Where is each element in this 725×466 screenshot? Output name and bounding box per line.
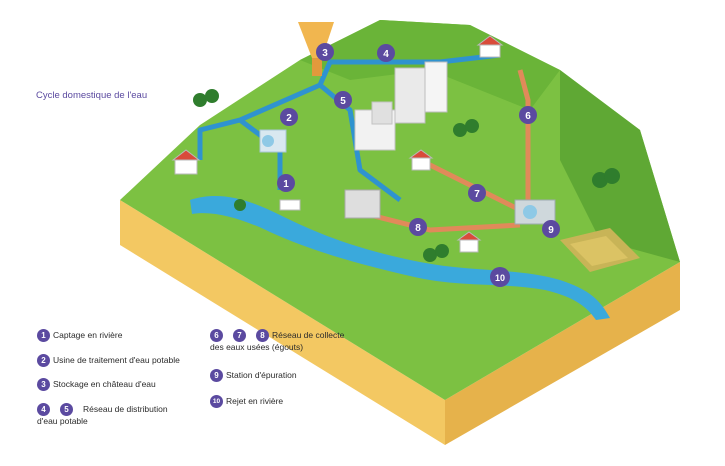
ground-side-left — [120, 200, 445, 445]
legend-item-6-7-8: 6 7 8 Réseau de collecte des eaux usées … — [210, 329, 345, 352]
marker-3: 3 — [316, 43, 334, 61]
svg-text:6: 6 — [525, 111, 531, 122]
svg-text:3: 3 — [322, 48, 328, 59]
ground-top — [120, 20, 680, 400]
water-tower-shaft — [312, 58, 322, 76]
marker-2: 2 — [280, 108, 298, 126]
svg-text:8: 8 — [415, 223, 421, 234]
svg-text:5: 5 — [340, 96, 346, 107]
badge-8: 8 — [256, 329, 269, 342]
svg-text:4: 4 — [383, 49, 389, 60]
badge-1: 1 — [37, 329, 50, 342]
svg-text:9: 9 — [548, 225, 554, 236]
svg-text:1: 1 — [283, 179, 289, 190]
city-blocks — [354, 61, 448, 151]
marker-5: 5 — [334, 91, 352, 109]
marker-4: 4 — [377, 44, 395, 62]
ground-side-right — [445, 262, 680, 445]
marker-1: 1 — [277, 174, 295, 192]
marker-10: 10 — [490, 267, 510, 287]
legend-item-4-5: 4 5 Réseau de distribution d'eau potable — [37, 403, 168, 426]
diagram-title: Cycle domestique de l'eau — [36, 90, 148, 101]
badge-4: 4 — [37, 403, 50, 416]
trees — [193, 89, 620, 262]
badge-9: 9 — [210, 369, 223, 382]
badge-3: 3 — [37, 378, 50, 391]
badge-5: 5 — [60, 403, 73, 416]
marker-8: 8 — [409, 218, 427, 236]
svg-text:10: 10 — [495, 273, 505, 283]
badge-10: 10 — [210, 395, 223, 408]
badge-6: 6 — [210, 329, 223, 342]
badge-2: 2 — [37, 354, 50, 367]
plants — [259, 129, 556, 225]
badge-7: 7 — [233, 329, 246, 342]
marker-6: 6 — [519, 106, 537, 124]
field-stripes — [570, 236, 628, 266]
marker-7: 7 — [468, 184, 486, 202]
svg-text:2: 2 — [286, 113, 292, 124]
houses — [171, 35, 504, 253]
river — [190, 195, 610, 320]
svg-text:7: 7 — [474, 189, 480, 200]
marker-9: 9 — [542, 220, 560, 238]
hill-right — [560, 70, 680, 262]
